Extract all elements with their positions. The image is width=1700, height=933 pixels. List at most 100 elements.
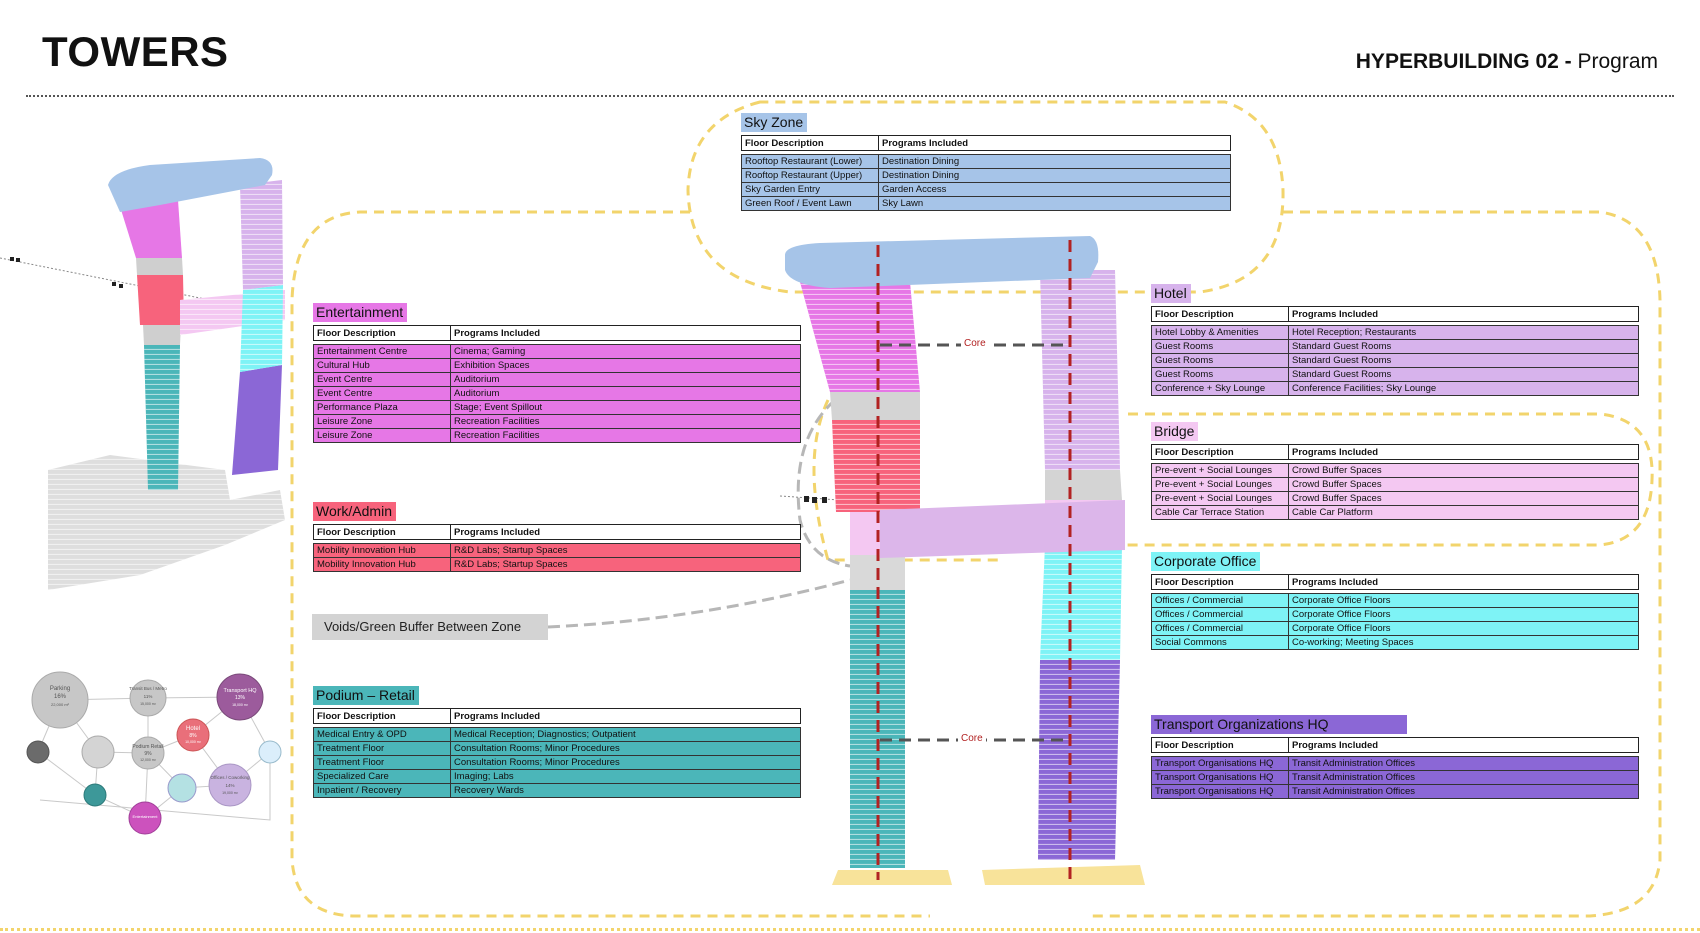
- node-parking-label: Parking: [50, 686, 70, 692]
- floor-description-cell: Pre-event + Social Lounges: [1151, 477, 1289, 492]
- programs-included-cell: Consultation Rooms; Minor Procedures: [450, 741, 801, 756]
- tower-elevation: [785, 236, 1145, 885]
- node-transit-pct: 11%: [144, 694, 153, 699]
- programs-included-cell: Stage; Event Spillout: [450, 400, 801, 415]
- voids-buffer-label: Voids/Green Buffer Between Zone: [312, 614, 548, 640]
- floor-description-cell: Entertainment Centre: [313, 344, 451, 359]
- programs-included-cell: Corporate Office Floors: [1288, 621, 1639, 636]
- floor-description-cell: Offices / Commercial: [1151, 621, 1289, 636]
- node-parking-area: 22,000 m²: [51, 702, 70, 707]
- floor-description-cell: Transport Organisations HQ: [1151, 784, 1289, 799]
- programs-included-cell: Recreation Facilities: [450, 414, 801, 429]
- node-transport-label: Transport HQ: [223, 688, 257, 694]
- floor-description-cell: Sky Garden Entry: [741, 182, 879, 197]
- floor-description-cell: Pre-event + Social Lounges: [1151, 491, 1289, 506]
- col-floor-description: Floor Description: [1151, 737, 1289, 753]
- programs-included-cell: Exhibition Spaces: [450, 358, 801, 373]
- node-hotel-pct: 8%: [189, 733, 197, 739]
- floor-description-cell: Pre-event + Social Lounges: [1151, 463, 1289, 478]
- floor-description-cell: Rooftop Restaurant (Upper): [741, 168, 879, 183]
- zone-title: Work/Admin: [313, 502, 396, 521]
- col-programs-included: Programs Included: [1288, 306, 1639, 322]
- col-floor-description: Floor Description: [1151, 574, 1289, 590]
- col-programs-included: Programs Included: [878, 135, 1231, 151]
- node-podium-label: Podium Retail: [132, 744, 163, 750]
- col-programs-included: Programs Included: [450, 325, 801, 341]
- floor-description-cell: Guest Rooms: [1151, 353, 1289, 368]
- programs-included-cell: Standard Guest Rooms: [1288, 353, 1639, 368]
- floor-description-cell: Medical Entry & OPD: [313, 727, 451, 742]
- col-floor-description: Floor Description: [313, 708, 451, 724]
- floor-description-cell: Mobility Innovation Hub: [313, 543, 451, 558]
- zone-title: Bridge: [1151, 422, 1199, 441]
- floor-description-cell: Offices / Commercial: [1151, 607, 1289, 622]
- floor-description-cell: Transport Organisations HQ: [1151, 756, 1289, 771]
- floor-description-cell: Cultural Hub: [313, 358, 451, 373]
- programs-included-cell: Medical Reception; Diagnostics; Outpatie…: [450, 727, 801, 742]
- programs-included-cell: Consultation Rooms; Minor Procedures: [450, 755, 801, 770]
- floor-description-cell: Rooftop Restaurant (Lower): [741, 154, 879, 169]
- page-title: TOWERS: [42, 28, 229, 75]
- table-row: Rooftop Restaurant (Upper)Destination Di…: [741, 168, 1231, 183]
- floor-description-cell: Leisure Zone: [313, 414, 451, 429]
- programs-included-cell: Imaging; Labs: [450, 769, 801, 784]
- zone-title: Podium – Retail: [313, 686, 419, 705]
- floor-description-cell: Performance Plaza: [313, 400, 451, 415]
- programs-included-cell: Destination Dining: [878, 168, 1231, 183]
- zone-title: Hotel: [1151, 284, 1191, 303]
- right-zone-outline: [1090, 210, 1662, 918]
- programs-included-cell: Crowd Buffer Spaces: [1288, 463, 1639, 478]
- programs-included-cell: Transit Administration Offices: [1288, 784, 1639, 799]
- floor-description-cell: Green Roof / Event Lawn: [741, 196, 879, 211]
- voids-connector: [547, 398, 851, 629]
- node-hotel-label: Hotel: [186, 726, 200, 732]
- floor-description-cell: Event Centre: [313, 386, 451, 401]
- col-programs-included: Programs Included: [1288, 574, 1639, 590]
- header-divider: [26, 95, 1674, 97]
- floor-description-cell: Conference + Sky Lounge: [1151, 381, 1289, 396]
- zone-title: Entertainment: [313, 303, 408, 322]
- programs-included-cell: Cable Car Platform: [1288, 505, 1639, 520]
- footer-divider: [0, 928, 1700, 931]
- floor-description-cell: Transport Organisations HQ: [1151, 770, 1289, 785]
- node-transport-area: 18,000 m²: [232, 703, 249, 707]
- node-transport-pct: 13%: [235, 695, 246, 701]
- programs-included-cell: R&D Labs; Startup Spaces: [450, 557, 801, 572]
- floor-description-cell: Specialized Care: [313, 769, 451, 784]
- floor-description-cell: Guest Rooms: [1151, 367, 1289, 382]
- programs-included-cell: Corporate Office Floors: [1288, 607, 1639, 622]
- floor-description-cell: Inpatient / Recovery: [313, 783, 451, 798]
- node-offices-pct: 14%: [225, 783, 234, 788]
- col-programs-included: Programs Included: [450, 524, 801, 540]
- programs-included-cell: Co-working; Meeting Spaces: [1288, 635, 1639, 650]
- left-zone-outline: [290, 210, 930, 918]
- node-parking-pct: 16%: [54, 694, 67, 700]
